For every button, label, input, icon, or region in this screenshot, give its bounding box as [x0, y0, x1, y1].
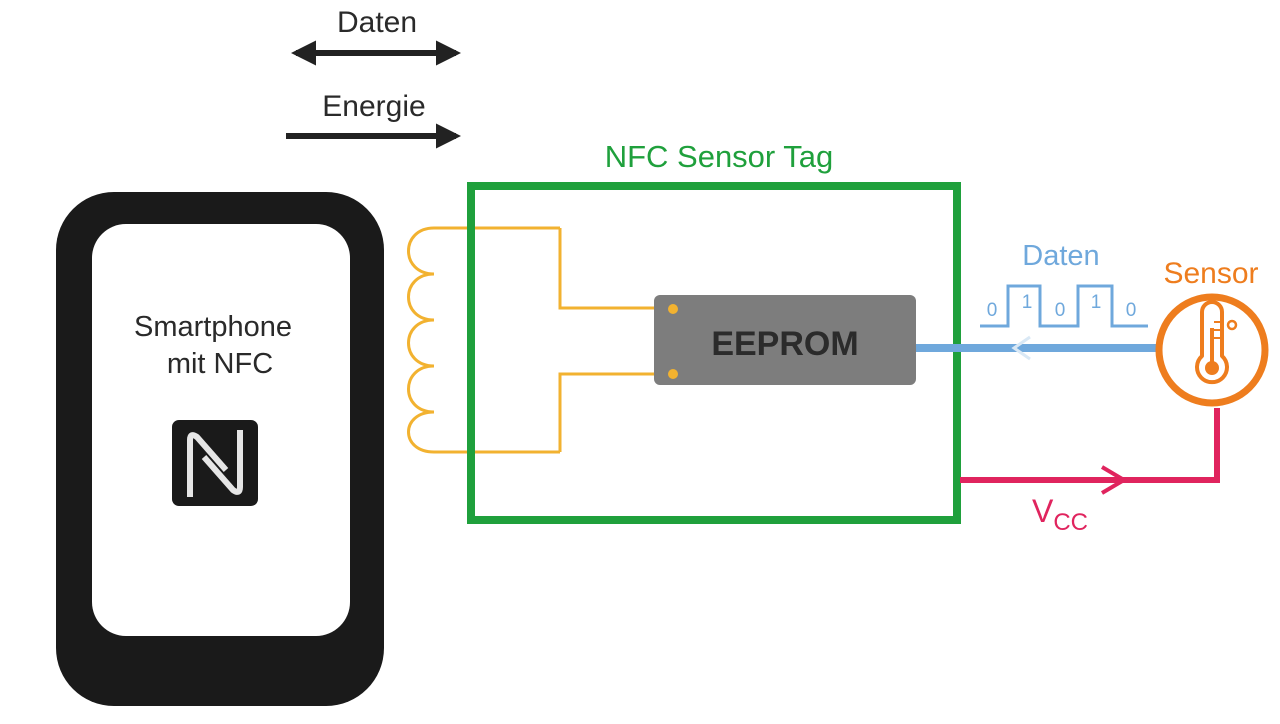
tag-title: NFC Sensor Tag: [605, 139, 834, 174]
vcc-wire: [960, 408, 1220, 483]
vcc-subscript: CC: [1053, 509, 1088, 536]
bit-label: 0: [987, 300, 998, 321]
chip-label: EEPROM: [711, 325, 858, 363]
bit-waveform: [980, 284, 1148, 328]
tag-border: [467, 182, 961, 524]
phone-label-line2: mit NFC: [167, 348, 273, 380]
nfc-sensor-tag: NFC Sensor Tag: [467, 139, 961, 524]
chip-pin: [668, 369, 678, 379]
nfc-icon: [172, 420, 258, 506]
bit-label: 1: [1022, 292, 1033, 313]
legend-data-label: Daten: [337, 6, 417, 39]
vcc-label: VCC: [1032, 493, 1088, 536]
legend-energy-label: Energie: [322, 90, 425, 123]
bit-label: 0: [1055, 300, 1066, 321]
smartphone: Smartphone mit NFC: [56, 192, 384, 706]
eeprom-chip: EEPROM: [654, 295, 916, 385]
bit-label: 1: [1091, 292, 1102, 313]
phone-label-line1: Smartphone: [134, 311, 292, 343]
data-line: Daten 0 1 0 1 0: [916, 240, 1160, 361]
data-direction-arrow: [1011, 335, 1031, 361]
sensor-label: Sensor: [1163, 257, 1258, 290]
vcc-direction-arrow: [1100, 465, 1128, 495]
bit-label: 0: [1126, 300, 1137, 321]
sensor: Sensor: [1155, 257, 1269, 407]
chip-body: [654, 295, 916, 385]
vcc-main: V: [1032, 493, 1054, 529]
legend-energy: Energie: [286, 90, 462, 149]
vcc-line: VCC: [960, 408, 1220, 536]
sensor-data-label: Daten: [1022, 240, 1099, 272]
antenna-coil: [407, 226, 670, 454]
legend-data: Daten: [290, 6, 462, 66]
chip-pin: [668, 304, 678, 314]
thermometer-icon: [1195, 300, 1238, 385]
